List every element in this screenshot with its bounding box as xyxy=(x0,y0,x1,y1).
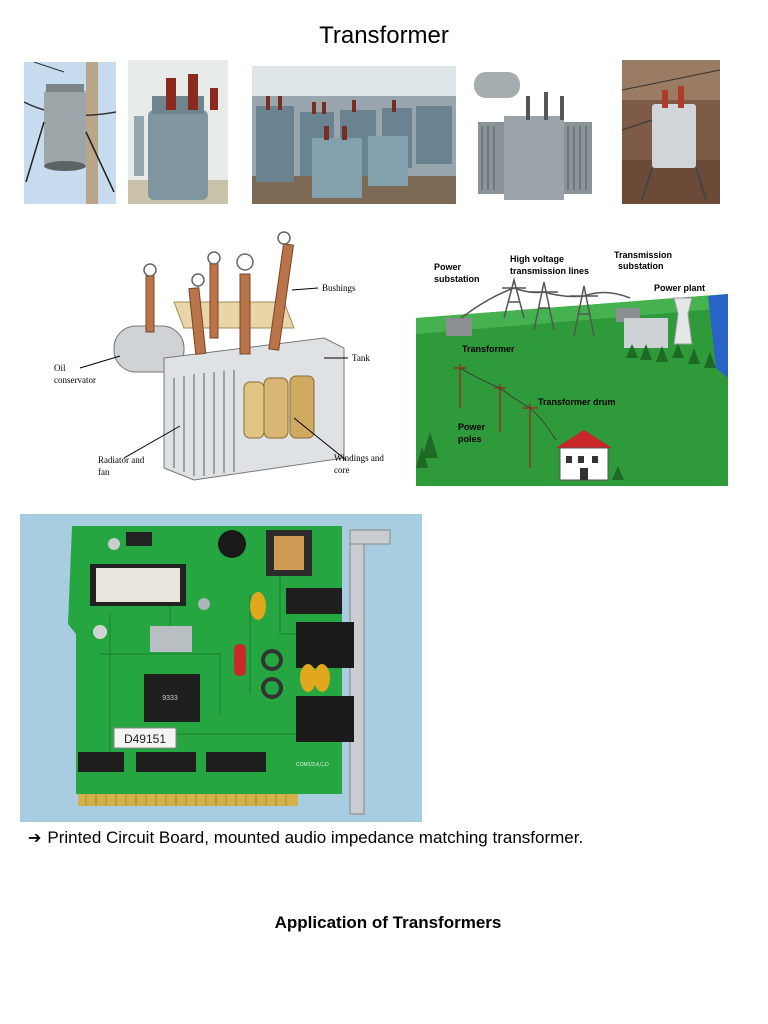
power-poles-label: Power xyxy=(458,422,486,432)
bushings-label: Bushings xyxy=(322,283,356,293)
transmission-substation-label: Transmission xyxy=(614,250,672,260)
power-substation-label: Power xyxy=(434,262,462,272)
pcb-photo: 9333 D49151 COM1/3,4,C,D xyxy=(20,514,422,822)
transformer-drum-label: Transformer drum xyxy=(538,397,616,407)
power-transformer-photo xyxy=(470,62,600,204)
tank-label: Tank xyxy=(352,353,370,363)
power-grid-illustration: Power substation High voltage transmissi… xyxy=(416,218,728,486)
windings-label: Windings and xyxy=(334,453,384,463)
arrow-icon: ➔ xyxy=(28,830,42,847)
pcb-sticker: D49151 xyxy=(124,732,166,746)
section-heading: Application of Transformers xyxy=(274,913,502,932)
page-title: Transformer xyxy=(319,22,449,49)
outdoor-pole-transformer-photo xyxy=(622,60,720,204)
transformer-parts-diagram: Bushings Tank Oil conservator Radiator a… xyxy=(24,218,416,486)
radiator-label-2: fan xyxy=(98,467,110,477)
power-plant-label: Power plant xyxy=(654,283,705,293)
transmission-substation-label-2: substation xyxy=(618,261,664,271)
pad-transformer-photo xyxy=(128,60,228,204)
oil-conservator-label: Oil xyxy=(54,363,66,373)
caption-text: Printed Circuit Board, mounted audio imp… xyxy=(47,828,584,847)
transformer-label: Transformer xyxy=(462,344,515,354)
high-voltage-label-2: transmission lines xyxy=(510,266,589,276)
chip-text: 9333 xyxy=(162,695,178,702)
pcb-caption: ➔ Printed Circuit Board, mounted audio im… xyxy=(28,828,583,848)
com-label: COM1/3,4,C,D xyxy=(296,762,329,768)
pole-transformer-photo xyxy=(24,62,116,204)
power-substation-label-2: substation xyxy=(434,274,480,284)
windings-label-2: core xyxy=(334,465,350,475)
oil-conservator-label-2: conservator xyxy=(54,375,96,385)
radiator-label: Radiator and xyxy=(98,455,145,465)
high-voltage-label: High voltage xyxy=(510,254,564,264)
power-poles-label-2: poles xyxy=(458,434,482,444)
factory-transformers-photo xyxy=(252,66,456,204)
